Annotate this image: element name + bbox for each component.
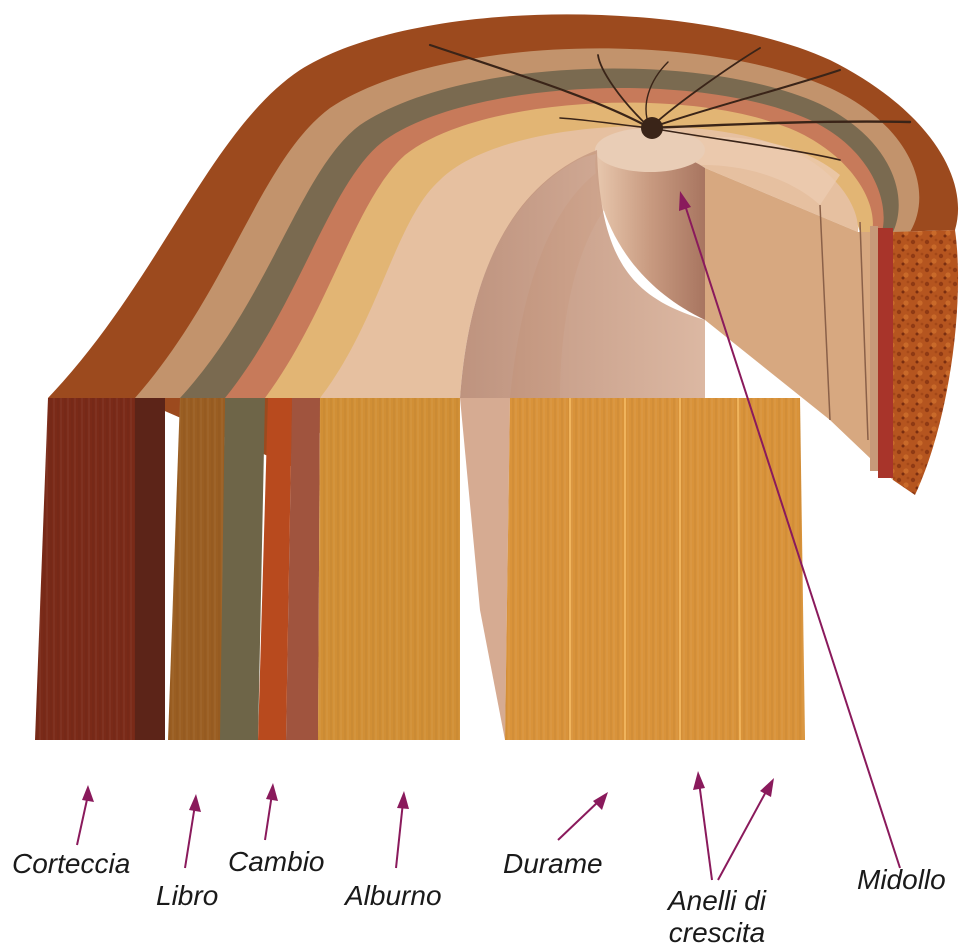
- arrow-cambio: [265, 783, 278, 840]
- label-libro: Libro: [156, 880, 218, 912]
- right-bark-face: [893, 230, 958, 495]
- label-midollo: Midollo: [857, 864, 946, 896]
- bark-block-side: [135, 398, 165, 740]
- heartwood-wedge: [460, 398, 510, 740]
- arrow-corteccia: [77, 785, 94, 845]
- front-blocks: [35, 398, 805, 740]
- label-cambio: Cambio: [228, 846, 324, 878]
- arrow-alburno: [396, 791, 409, 868]
- phloem-block-side: [218, 398, 265, 740]
- pith-center: [641, 117, 663, 139]
- label-alburno: Alburno: [345, 880, 442, 912]
- label-durame: Durame: [503, 848, 603, 880]
- cambium-block-side: [286, 398, 320, 740]
- label-anelli-line2: crescita: [669, 917, 765, 948]
- arrow-durame: [558, 792, 608, 840]
- arrow-anelli-right: [718, 778, 774, 880]
- arrow-anelli-left: [693, 771, 712, 880]
- label-anelli-line1: Anelli di: [668, 885, 766, 916]
- label-anelli-di-crescita: Anelli di crescita: [652, 885, 782, 949]
- arrow-libro: [185, 794, 201, 868]
- label-corteccia: Corteccia: [12, 848, 130, 880]
